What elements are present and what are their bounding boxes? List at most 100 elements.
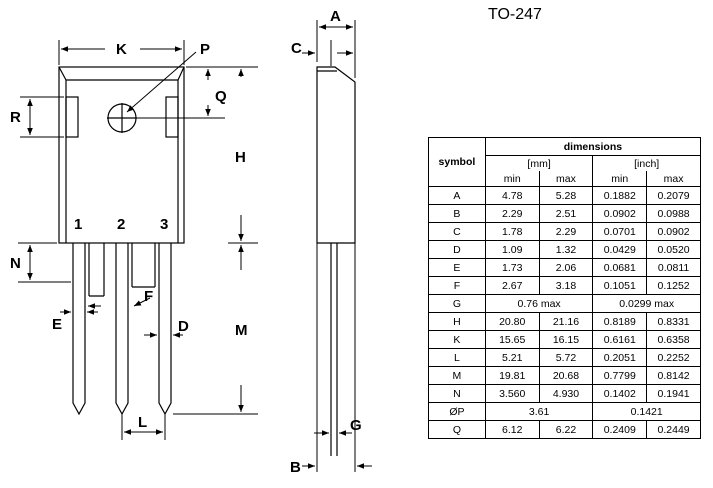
right-notch: [165, 96, 179, 138]
cell-in-min: 0.0902: [592, 204, 648, 223]
cell-mm-min: 1.73: [484, 258, 540, 277]
dim-label-F: F: [144, 288, 153, 305]
cell-symbol: K: [428, 330, 486, 349]
side-body: [316, 66, 356, 244]
cell-symbol: Q: [428, 420, 486, 439]
mm-max-header: max: [538, 171, 594, 187]
cell-symbol: L: [428, 348, 486, 367]
cell-symbol: C: [428, 222, 486, 241]
cell-mm-max: 1.32: [538, 240, 594, 259]
front-body-inner: [65, 79, 179, 243]
cell-in-min: 0.0701: [592, 222, 648, 241]
cell-mm-min: 5.21: [484, 348, 540, 367]
cell-mm-min: 4.78: [484, 186, 540, 205]
pin-number-3: 3: [160, 216, 168, 233]
cell-mm-max: 2.06: [538, 258, 594, 277]
package-title: TO-247: [488, 6, 542, 23]
cell-mm-max: 5.28: [538, 186, 594, 205]
lead-2: [115, 243, 129, 416]
dim-label-L: L: [138, 414, 147, 431]
dimensions-header: dimensions: [484, 137, 702, 156]
cell-in-max: 0.2449: [646, 420, 701, 439]
cell-symbol: H: [428, 312, 486, 331]
cell-mm-min: 2.67: [484, 276, 540, 295]
cell-mm-span: 3.61: [484, 402, 594, 421]
mm-min-header: min: [484, 171, 540, 187]
dim-label-C: C: [291, 40, 302, 57]
cell-in-max: 0.2079: [646, 186, 701, 205]
dim-label-A: A: [330, 8, 341, 25]
cell-symbol: M: [428, 366, 486, 385]
cell-mm-span: 0.76 max: [484, 294, 594, 313]
cell-in-span: 0.1421: [592, 402, 701, 421]
dim-label-N: N: [10, 255, 21, 272]
dim-label-G: G: [350, 417, 362, 434]
cell-symbol: D: [428, 240, 486, 259]
cell-symbol: ØP: [428, 402, 486, 421]
cell-in-min: 0.6161: [592, 330, 648, 349]
cell-mm-max: 2.51: [538, 204, 594, 223]
cell-mm-max: 21.16: [538, 312, 594, 331]
cell-symbol: B: [428, 204, 486, 223]
cell-in-min: 0.2051: [592, 348, 648, 367]
cell-mm-max: 16.15: [538, 330, 594, 349]
dim-label-E: E: [52, 316, 62, 333]
cell-mm-min: 2.29: [484, 204, 540, 223]
cell-in-max: 0.0902: [646, 222, 701, 241]
cell-mm-max: 2.29: [538, 222, 594, 241]
cell-in-min: 0.1402: [592, 384, 648, 403]
cell-mm-min: 3.560: [484, 384, 540, 403]
cell-in-max: 0.0988: [646, 204, 701, 223]
cell-in-max: 0.1252: [646, 276, 701, 295]
cell-mm-min: 15.65: [484, 330, 540, 349]
lead-3: [158, 243, 172, 416]
dim-label-Q: Q: [215, 88, 227, 105]
cell-in-max: 0.8142: [646, 366, 701, 385]
cell-in-max: 0.8331: [646, 312, 701, 331]
cell-in-max: 0.0811: [646, 258, 701, 277]
cell-mm-min: 6.12: [484, 420, 540, 439]
cell-in-span: 0.0299 max: [592, 294, 701, 313]
front-body-outline: [58, 66, 185, 244]
pin-number-2: 2: [117, 216, 125, 233]
dim-label-M: M: [235, 322, 248, 339]
cell-symbol: F: [428, 276, 486, 295]
cell-in-max: 0.1941: [646, 384, 701, 403]
cell-in-min: 0.7799: [592, 366, 648, 385]
dim-label-K: K: [116, 41, 127, 58]
cell-in-min: 0.1051: [592, 276, 648, 295]
lead-1: [72, 243, 86, 416]
cell-in-max: 0.2252: [646, 348, 701, 367]
pin-number-1: 1: [74, 216, 82, 233]
cell-symbol: G: [428, 294, 486, 313]
inch-min-header: min: [592, 171, 648, 187]
cell-in-min: 0.1882: [592, 186, 648, 205]
symbol-header: symbol: [428, 137, 486, 187]
side-lead: [330, 243, 338, 456]
dim-label-H: H: [235, 149, 246, 166]
cell-in-max: 0.0520: [646, 240, 701, 259]
cell-in-min: 0.2409: [592, 420, 648, 439]
inch-max-header: max: [646, 171, 701, 187]
cell-in-min: 0.0681: [592, 258, 648, 277]
cell-mm-max: 3.18: [538, 276, 594, 295]
cell-mm-min: 19.81: [484, 366, 540, 385]
cell-mm-min: 20.80: [484, 312, 540, 331]
unit-mm-header: [mm]: [484, 155, 594, 171]
cell-in-min: 0.8189: [592, 312, 648, 331]
cell-mm-min: 1.09: [484, 240, 540, 259]
dimensions-table: symbol dimensions [mm] [inch] min max mi…: [428, 137, 702, 439]
cell-mm-max: 5.72: [538, 348, 594, 367]
